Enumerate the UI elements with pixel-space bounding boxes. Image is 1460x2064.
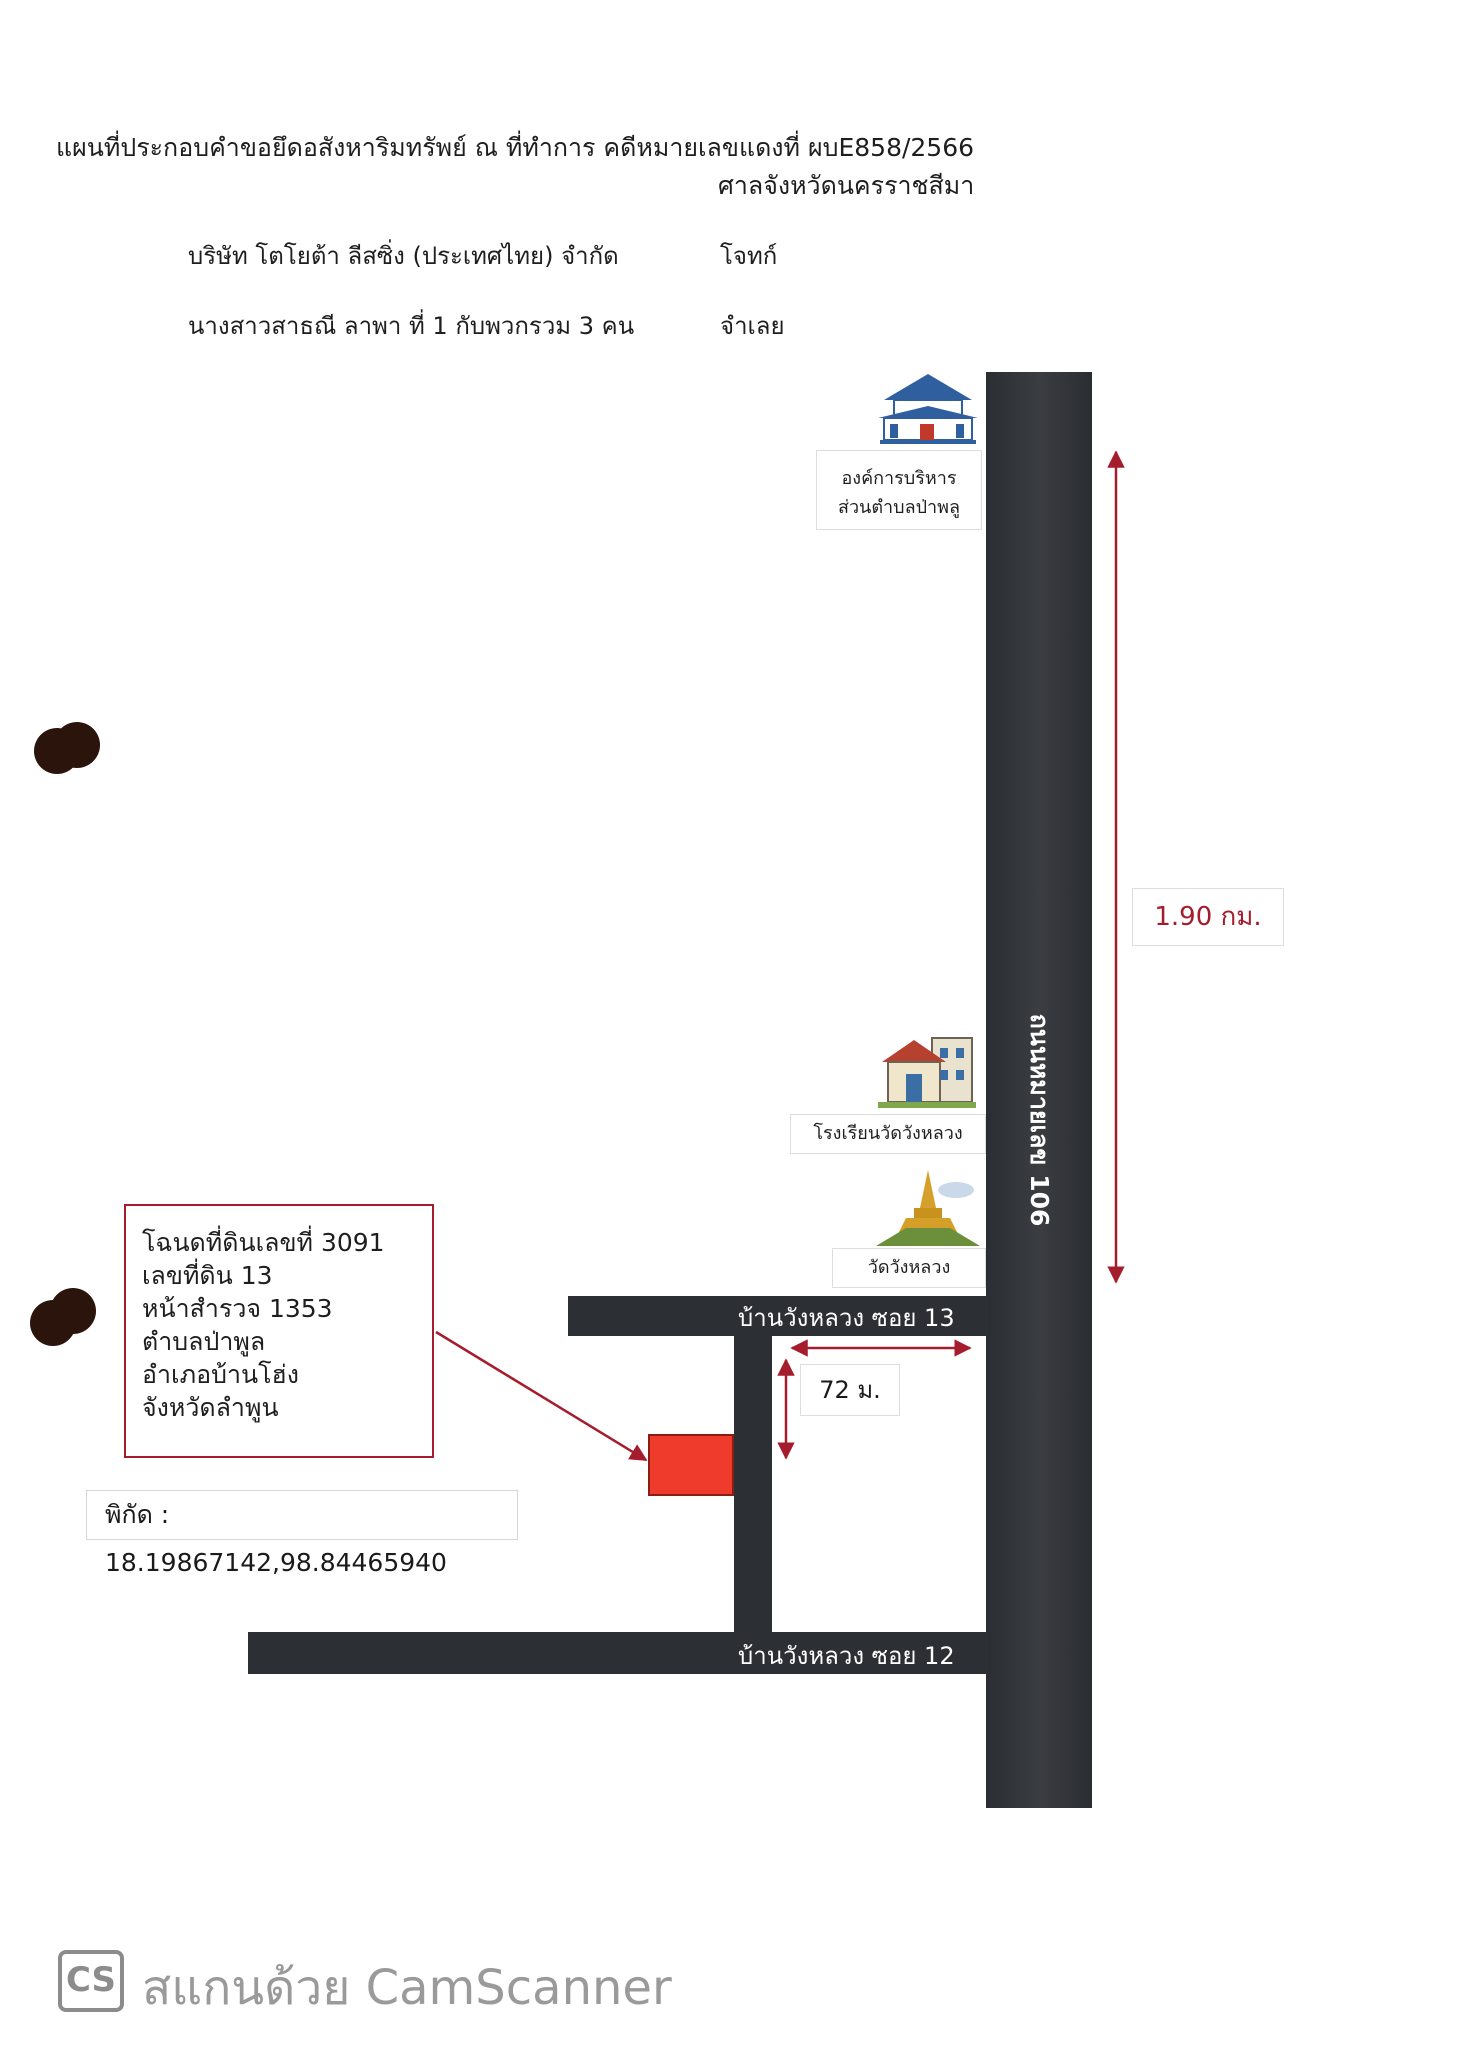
tao-label-line2: ส่วนตำบลป่าพลู <box>837 497 961 518</box>
tao-label: องค์การบริหาร ส่วนตำบลป่าพลู <box>816 450 982 530</box>
province: จังหวัดลำพูน <box>142 1393 279 1422</box>
document-title: แผนที่ประกอบคำขอยึดอสังหาริมทรัพย์ ณ ที่… <box>56 133 975 162</box>
camscanner-watermark: สแกนด้วย CamScanner <box>142 1960 672 2016</box>
government-building-icon <box>878 374 978 444</box>
school-building-icon <box>878 1037 976 1108</box>
distance-label: 1.90 กม. <box>1132 888 1284 946</box>
deed-number: โฉนดที่ดินเลขที่ 3091 <box>142 1228 385 1257</box>
temple-stupa-icon <box>876 1170 980 1246</box>
soi-13-label: บ้านวังหลวง ซอย 13 <box>738 1304 955 1332</box>
soi-12-road <box>248 1632 988 1674</box>
temple-label: วัดวังหลวง <box>832 1248 986 1288</box>
coordinates-label: พิกัด : 18.19867142,98.84465940 <box>86 1490 518 1577</box>
plaintiff-role: โจทก์ <box>720 242 778 270</box>
parcel-pointer-arrow <box>435 1330 648 1462</box>
connector-road <box>734 1336 772 1632</box>
soi-12-label: บ้านวังหลวง ซอย 12 <box>738 1642 955 1670</box>
short-distance-label: 72 ม. <box>800 1364 900 1416</box>
court-name: ศาลจังหวัดนครราชสีมา <box>718 171 975 200</box>
defendant-name: นางสาวสาธณี ลาพา ที่ 1 กับพวกรวม 3 คน <box>188 312 635 340</box>
main-road <box>986 372 1092 1808</box>
defendant-role: จำเลย <box>720 312 785 340</box>
land-number: เลขที่ดิน 13 <box>142 1261 273 1290</box>
punch-hole <box>50 1288 96 1334</box>
district: อำเภอบ้านโฮ่ง <box>142 1360 299 1389</box>
subdistrict: ตำบลป่าพูล <box>142 1327 266 1356</box>
parcel-info-box: โฉนดที่ดินเลขที่ 3091 เลขที่ดิน 13 หน้าส… <box>124 1204 434 1458</box>
tao-label-line1: องค์การบริหาร <box>841 468 957 489</box>
plaintiff-name: บริษัท โตโยต้า ลีสซิ่ง (ประเทศไทย) จำกัด <box>188 242 619 270</box>
land-parcel-marker <box>648 1434 734 1496</box>
camscanner-logo: CS <box>58 1950 124 2012</box>
punch-hole <box>54 722 100 768</box>
school-label: โรงเรียนวัดวังหลวง <box>790 1114 986 1154</box>
survey-page: หน้าสำรวจ 1353 <box>142 1294 333 1323</box>
soi-13-road <box>568 1296 988 1336</box>
